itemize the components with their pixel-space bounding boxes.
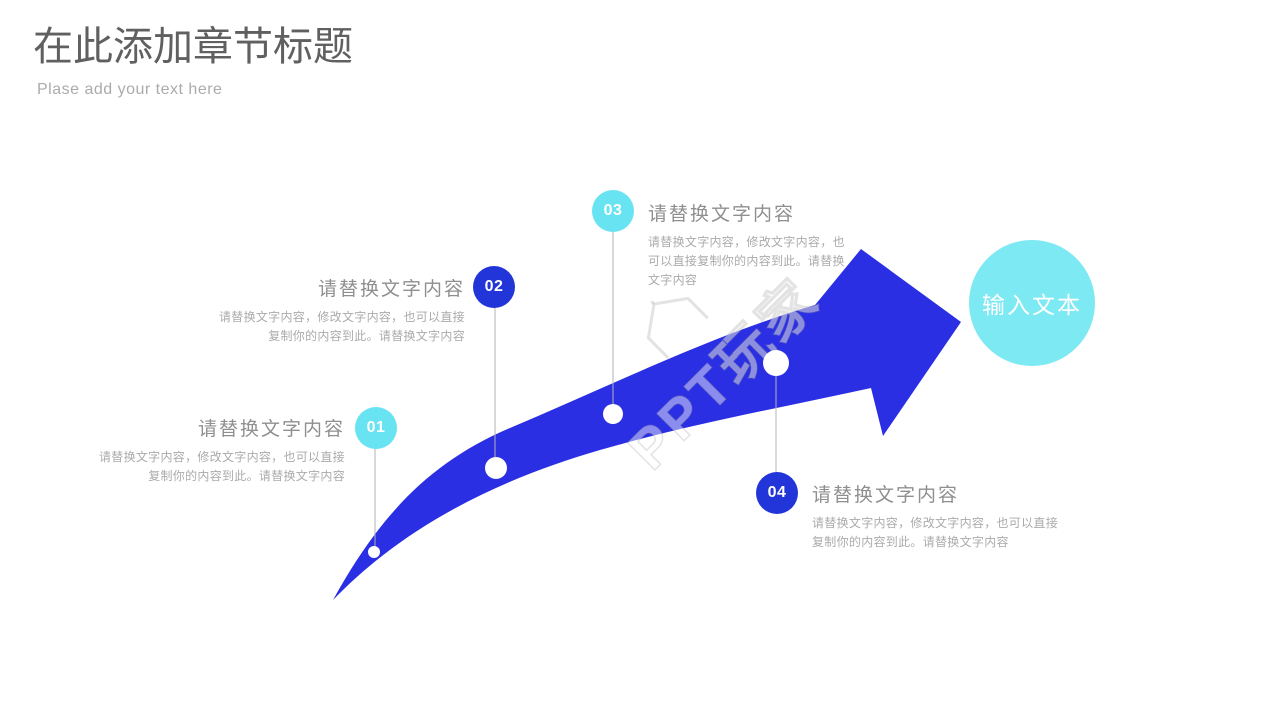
- slide-title[interactable]: 在此添加章节标题: [33, 25, 353, 69]
- slide-header: 在此添加章节标题 Plase add your text here: [33, 14, 353, 99]
- step-text-03: 请替换文字内容 请替换文字内容，修改文字内容，也可以直接复制你的内容到此。请替换…: [648, 199, 848, 290]
- step-number: 02: [484, 278, 504, 295]
- step-badge-02[interactable]: 02: [473, 266, 515, 308]
- step-text-02: 请替换文字内容 请替换文字内容，修改文字内容，也可以直接复制你的内容到此。请替换…: [215, 274, 465, 346]
- step-badge-04[interactable]: 04: [756, 472, 798, 514]
- growth-arrow-shape: [333, 249, 961, 600]
- step-number: 04: [767, 484, 787, 501]
- arrow-node-dot-04: [763, 350, 789, 376]
- step-number: 03: [603, 202, 623, 219]
- center-circle[interactable]: 输入文本: [969, 240, 1095, 366]
- step-text-01: 请替换文字内容 请替换文字内容，修改文字内容，也可以直接复制你的内容到此。请替换…: [95, 414, 345, 486]
- step-number: 01: [366, 419, 386, 436]
- step-body-02[interactable]: 请替换文字内容，修改文字内容，也可以直接复制你的内容到此。请替换文字内容: [218, 310, 465, 343]
- step-badge-01[interactable]: 01: [355, 407, 397, 449]
- center-circle-label: 输入文本: [982, 292, 1082, 318]
- step-heading-03[interactable]: 请替换文字内容: [648, 204, 796, 225]
- arrow-node-dot-02: [485, 457, 507, 479]
- step-body-04[interactable]: 请替换文字内容，修改文字内容，也可以直接复制你的内容到此。请替换文字内容: [812, 516, 1059, 549]
- step-body-03[interactable]: 请替换文字内容，修改文字内容，也可以直接复制你的内容到此。请替换文字内容: [648, 235, 845, 287]
- step-heading-01[interactable]: 请替换文字内容: [197, 419, 345, 440]
- step-text-04: 请替换文字内容 请替换文字内容，修改文字内容，也可以直接复制你的内容到此。请替换…: [812, 480, 1062, 552]
- slide-subtitle[interactable]: Plase add your text here: [37, 81, 223, 98]
- arrow-node-dot-03: [603, 404, 623, 424]
- step-heading-04[interactable]: 请替换文字内容: [812, 485, 960, 506]
- step-body-01[interactable]: 请替换文字内容，修改文字内容，也可以直接复制你的内容到此。请替换文字内容: [98, 450, 345, 483]
- arrow-node-dot-01: [368, 546, 380, 558]
- step-heading-02[interactable]: 请替换文字内容: [317, 279, 465, 300]
- step-badge-03[interactable]: 03: [592, 190, 634, 232]
